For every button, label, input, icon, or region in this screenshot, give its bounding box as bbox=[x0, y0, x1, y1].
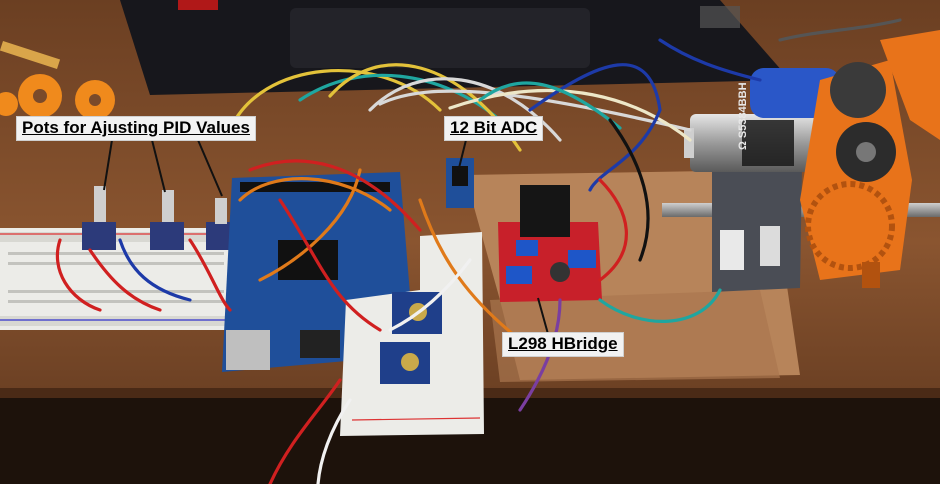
l298-hbridge-module bbox=[498, 185, 602, 302]
jumper-wires bbox=[55, 18, 902, 484]
potentiometers bbox=[82, 186, 236, 250]
motor-sticker-text: Ω S5384BBH bbox=[737, 82, 749, 150]
orange-gears-left bbox=[0, 40, 115, 120]
callout-adc-label: 12 Bit ADC bbox=[444, 116, 544, 141]
callout-pots-label: Pots for Ajusting PID Values bbox=[16, 116, 256, 141]
orange-gear-assembly bbox=[800, 30, 940, 288]
motor-mount bbox=[712, 168, 802, 292]
callout-leaders bbox=[103, 139, 549, 335]
laptop bbox=[120, 0, 790, 95]
callout-hbridge-label: L298 HBridge bbox=[502, 332, 624, 357]
